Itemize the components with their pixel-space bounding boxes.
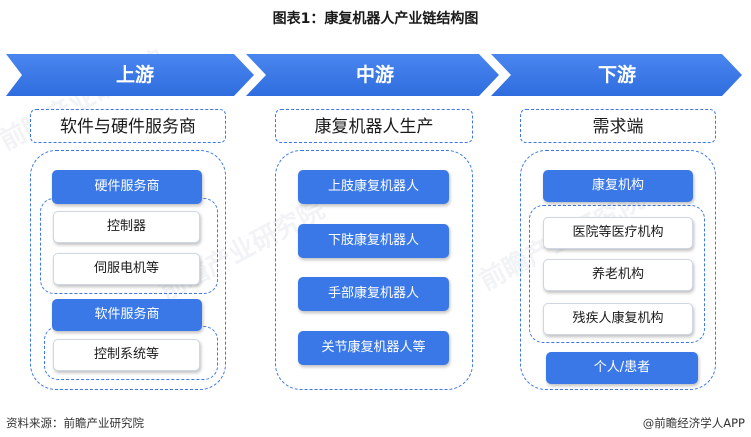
hospital-item: 医院等医疗机构	[543, 217, 693, 249]
stage-chevron-downstream	[491, 54, 742, 96]
institution-items-group	[529, 205, 705, 343]
midstream-category: 康复机器人生产	[275, 109, 473, 143]
elderly-care-item: 养老机构	[543, 259, 693, 291]
joint-robot: 关节康复机器人等	[298, 331, 449, 365]
stage-chevron-upstream	[6, 54, 254, 96]
downstream-category: 需求端	[520, 109, 716, 143]
upstream-group	[30, 150, 226, 390]
hardware-provider-header: 硬件服务商	[52, 170, 202, 204]
stage-chevron-midstream	[246, 54, 499, 96]
servo-motor-item: 伺服电机等	[53, 253, 200, 285]
software-provider-header: 软件服务商	[52, 299, 202, 331]
rehab-institution-header: 康复机构	[543, 170, 693, 202]
source-note: 资料来源：前瞻产业研究院	[6, 416, 144, 430]
lower-limb-robot: 下肢康复机器人	[298, 224, 449, 258]
midstream-group	[275, 150, 473, 390]
control-system-item: 控制系统等	[53, 339, 200, 371]
stage-chevrons	[6, 54, 742, 96]
upper-limb-robot: 上肢康复机器人	[298, 170, 449, 204]
downstream-group	[520, 150, 716, 390]
brand-note: @前瞻经济学人APP	[642, 416, 745, 430]
disability-rehab-item: 残疾人康复机构	[543, 303, 693, 335]
individual-patient-item: 个人/患者	[546, 352, 698, 384]
stage-label-upstream: 上游	[115, 64, 154, 86]
stage-label-midstream: 中游	[355, 64, 394, 86]
upstream-category: 软件与硬件服务商	[30, 109, 226, 143]
hand-robot: 手部康复机器人	[298, 277, 449, 311]
figure-title: 图表1：康复机器人产业链结构图	[272, 11, 479, 27]
stage-label-downstream: 下游	[597, 64, 636, 86]
controller-item: 控制器	[53, 211, 200, 243]
